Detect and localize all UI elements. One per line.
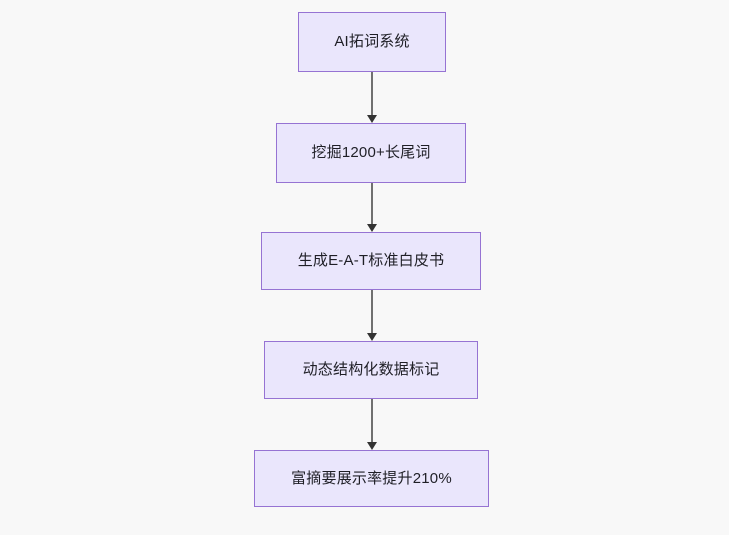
flow-node-dynamic-structured-data-markup[interactable]: 动态结构化数据标记 xyxy=(264,341,478,399)
flow-node-label: 挖掘1200+长尾词 xyxy=(311,144,431,161)
flow-node-mine-longtail-keywords[interactable]: 挖掘1200+长尾词 xyxy=(276,123,466,183)
flow-node-label: AI拓词系统 xyxy=(334,33,410,50)
flow-edge-1-arrowhead xyxy=(367,115,377,123)
flow-node-ai-keyword-system[interactable]: AI拓词系统 xyxy=(298,12,446,72)
flow-edge-2-arrowhead xyxy=(367,224,377,232)
flow-edge-1-line xyxy=(370,72,374,115)
flow-node-rich-snippet-impression-uplift[interactable]: 富摘要展示率提升210% xyxy=(254,450,489,507)
flow-edge-4-arrowhead xyxy=(367,442,377,450)
flow-edge-3-line xyxy=(370,290,374,333)
flow-node-label: 生成E-A-T标准白皮书 xyxy=(297,252,445,269)
flow-node-generate-eat-whitepaper[interactable]: 生成E-A-T标准白皮书 xyxy=(261,232,481,290)
flow-node-label: 富摘要展示率提升210% xyxy=(291,469,452,487)
flow-edge-2-line xyxy=(370,183,374,224)
flow-edge-3-arrowhead xyxy=(367,333,377,341)
flow-node-label: 动态结构化数据标记 xyxy=(302,361,440,378)
flow-edge-4-line xyxy=(370,399,374,442)
